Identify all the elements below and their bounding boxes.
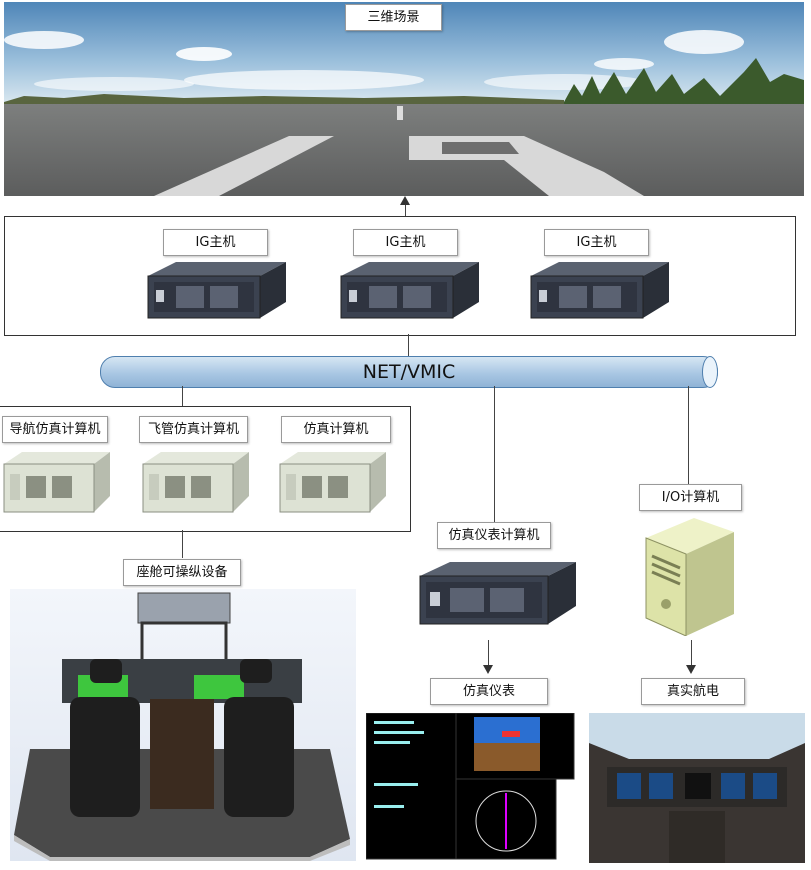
ig-host-label-2: IG主机 <box>353 229 458 256</box>
rack-server-icon-1 <box>147 262 286 319</box>
instrument-computer-arrow <box>483 665 493 674</box>
network-bus-end-cap <box>702 356 718 388</box>
sim-to-cockpit-connector <box>182 530 183 558</box>
sim-computer-label-3: 仿真计算机 <box>281 416 391 443</box>
cockpit-image <box>10 589 356 861</box>
real-avionics-image <box>589 713 805 863</box>
io-computer-arrow <box>686 665 696 674</box>
io-computer-label: I/O计算机 <box>639 484 742 511</box>
ig-to-scene-arrow <box>400 196 410 205</box>
sim-computer-label-1: 导航仿真计算机 <box>2 416 108 443</box>
network-bus-label: NET/VMIC <box>362 361 456 383</box>
scene-image <box>4 2 804 196</box>
network-bus: NET/VMIC <box>100 356 718 388</box>
network-to-instrument-connector <box>494 386 495 522</box>
industrial-pc-icon-3 <box>279 452 386 513</box>
instrument-computer-label: 仿真仪表计算机 <box>437 522 551 549</box>
instrument-server-icon <box>419 562 576 625</box>
cockpit-label: 座舱可操纵设备 <box>123 559 241 586</box>
avionics-cockpit-graphic <box>589 713 805 863</box>
sim-computer-label-2: 飞管仿真计算机 <box>139 416 248 443</box>
ig-host-label-3: IG主机 <box>544 229 649 256</box>
industrial-pc-icon-1 <box>3 452 110 513</box>
network-to-io-connector <box>688 386 689 484</box>
io-computer-connector <box>691 640 692 665</box>
instrument-computer-connector <box>488 640 489 665</box>
cockpit-graphic <box>14 592 350 861</box>
ig-to-network-connector <box>408 334 409 356</box>
ig-to-scene-connector <box>405 205 406 217</box>
tower-pc-icon <box>645 518 734 636</box>
instruments-label: 仿真仪表 <box>430 678 548 705</box>
rack-server-icon-2 <box>340 262 479 319</box>
rack-server-icon-3 <box>530 262 669 319</box>
runway-scene-graphic <box>4 2 804 196</box>
avionics-label: 真实航电 <box>641 678 745 705</box>
network-to-sim-connector <box>182 386 183 406</box>
instrument-displays-graphic <box>365 712 575 860</box>
ig-host-label-1: IG主机 <box>163 229 268 256</box>
instrument-displays-image <box>365 712 576 861</box>
industrial-pc-icon-2 <box>142 452 249 513</box>
scene-label: 三维场景 <box>345 4 442 31</box>
